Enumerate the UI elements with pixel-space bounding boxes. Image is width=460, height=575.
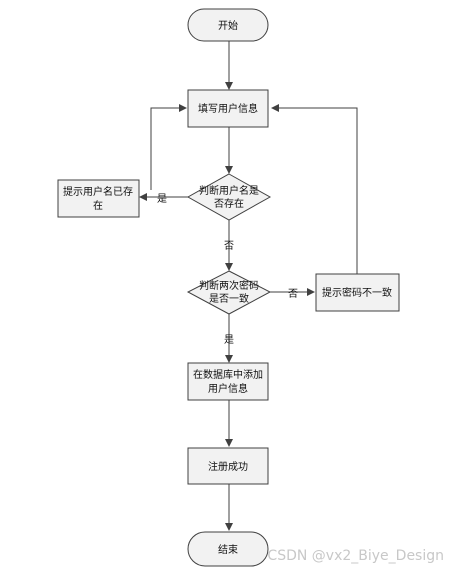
name-exists-label-line1: 提示用户名已存 — [63, 185, 133, 198]
success-label: 注册成功 — [208, 460, 248, 473]
success-shape — [187, 447, 269, 485]
start-node: 开始 — [187, 8, 269, 42]
end-label: 结束 — [218, 543, 238, 556]
fill-info-shape — [187, 89, 269, 128]
pwd-mismatch-node: 提示密码不一致 — [315, 273, 400, 312]
edge-exists-back-to-fill — [150, 104, 187, 190]
check-pwd-label-line2: 是否一致 — [209, 292, 249, 305]
add-db-label-line1: 在数据库中添加 — [193, 368, 263, 381]
check-pwd-shape — [186, 270, 272, 315]
success-node: 注册成功 — [187, 447, 269, 485]
fill-info-node: 填写用户信息 — [187, 89, 269, 128]
name-exists-label-line2: 在 — [93, 200, 103, 212]
check-name-label-line2: 否存在 — [214, 197, 244, 210]
end-node: 结束 — [187, 531, 269, 567]
name-exists-shape — [57, 179, 140, 218]
edge-label-pwd-yes: 是 — [224, 334, 234, 346]
pwd-mismatch-shape — [315, 273, 400, 312]
edge-label-name-yes: 是 — [157, 193, 167, 205]
add-db-label-line2: 用户信息 — [208, 382, 248, 395]
name-exists-node: 提示用户名已存 在 — [57, 179, 140, 218]
add-db-shape — [187, 362, 269, 401]
check-name-shape — [186, 173, 272, 221]
start-shape — [187, 8, 269, 42]
edge-label-name-no: 否 — [224, 240, 234, 252]
edges — [139, 41, 358, 531]
pwd-mismatch-label: 提示密码不一致 — [322, 286, 392, 299]
end-shape — [187, 531, 269, 567]
check-name-label-line1: 判断用户名是 — [199, 184, 259, 197]
edge-mismatch-back-to-fill — [271, 104, 358, 274]
check-pwd-node: 判断两次密码 是否一致 — [186, 270, 272, 315]
fill-info-label: 填写用户信息 — [198, 102, 258, 115]
edge-label-pwd-no: 否 — [288, 288, 298, 300]
add-db-node: 在数据库中添加 用户信息 — [187, 362, 269, 401]
check-name-node: 判断用户名是 否存在 — [186, 173, 272, 221]
start-label: 开始 — [218, 19, 238, 32]
watermark: CSDN @vx2_Biye_Design — [267, 548, 444, 564]
check-pwd-label-line1: 判断两次密码 — [199, 279, 259, 292]
